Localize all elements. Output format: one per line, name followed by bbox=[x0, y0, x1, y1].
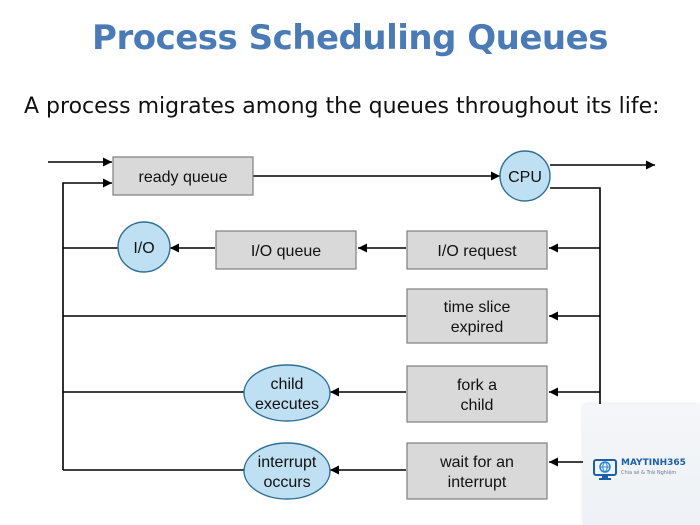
slide-subtitle: A process migrates among the queues thro… bbox=[24, 94, 660, 119]
io-request-box: I/O request bbox=[406, 230, 548, 270]
watermark-logo: MAYTINH365 Chia sẻ & Trải Nghiệm bbox=[583, 404, 700, 525]
io-label: I/O bbox=[133, 240, 154, 257]
fork-child-box: fork a child bbox=[406, 365, 548, 423]
interrupt-occurs-node: interrupt occurs bbox=[243, 442, 331, 500]
time-slice-box: time slice expired bbox=[406, 288, 548, 344]
time-slice-line-2: expired bbox=[451, 319, 503, 336]
cpu-label: CPU bbox=[508, 169, 542, 186]
ready-queue-box: ready queue bbox=[112, 156, 254, 196]
slide-title: Process Scheduling Queues bbox=[92, 18, 608, 58]
monitor-globe-icon bbox=[593, 459, 617, 480]
connector-lines bbox=[48, 157, 655, 475]
fork-child-line-1: fork a bbox=[457, 377, 497, 394]
wait-interrupt-line-2: interrupt bbox=[448, 474, 507, 491]
cpu-down-line bbox=[550, 187, 601, 462]
interrupt-occurs-line-2: occurs bbox=[263, 474, 310, 491]
watermark-tagline: Chia sẻ & Trải Nghiệm bbox=[621, 470, 677, 476]
ready-queue-label: ready queue bbox=[139, 169, 228, 186]
child-executes-node: child executes bbox=[243, 364, 331, 422]
child-executes-line-2: executes bbox=[255, 396, 319, 413]
child-executes-line-1: child bbox=[271, 376, 304, 393]
wait-interrupt-line-1: wait for an bbox=[439, 454, 514, 471]
fork-child-line-2: child bbox=[461, 397, 494, 414]
interrupt-occurs-line-1: interrupt bbox=[258, 454, 317, 471]
watermark-brand: MAYTINH365 bbox=[621, 458, 686, 468]
wait-interrupt-box: wait for an interrupt bbox=[406, 442, 548, 500]
left-return-line bbox=[62, 178, 112, 470]
io-queue-label: I/O queue bbox=[251, 243, 321, 260]
io-request-label: I/O request bbox=[437, 243, 517, 260]
cpu-node: CPU bbox=[499, 150, 551, 202]
io-queue-box: I/O queue bbox=[215, 230, 357, 270]
io-node: I/O bbox=[117, 221, 171, 273]
time-slice-line-1: time slice bbox=[444, 299, 511, 316]
